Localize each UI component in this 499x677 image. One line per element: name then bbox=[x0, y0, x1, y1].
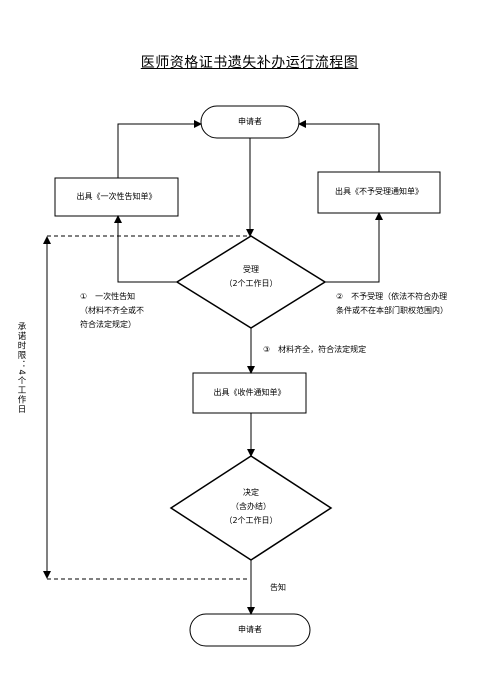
edge-label-onetime-3: 符合法定规定） bbox=[80, 320, 136, 329]
applicant-top-label: 申请者 bbox=[238, 117, 262, 126]
edge-onetime-to-applicant bbox=[117, 120, 202, 178]
edge-accept-to-onetime bbox=[114, 215, 177, 283]
receipt-notice-node bbox=[192, 372, 307, 414]
edge-label-complete: ③ 材料齐全，符合法定规定 bbox=[263, 345, 367, 354]
edge-label-onetime-1: ① 一次性告知 bbox=[80, 292, 136, 301]
decision-days-label: （2个工作日） bbox=[224, 516, 278, 525]
decision-sub-label: （含办结） bbox=[231, 502, 271, 511]
receipt-notice-label: 出具《收件通知单》 bbox=[213, 388, 286, 397]
edge-label-notaccept-2: 条件或不在本部门职权范围内） bbox=[336, 306, 448, 315]
one-time-notice-label: 出具《一次性告知单》 bbox=[76, 192, 157, 201]
not-accept-notice-label: 出具《不予受理通知单》 bbox=[335, 187, 423, 196]
accept-days-label: （2个工作日） bbox=[224, 279, 278, 288]
edge-accept-to-notaccept bbox=[325, 212, 383, 283]
applicant-bottom-label: 申请者 bbox=[238, 625, 262, 634]
time-limit-label: 承诺时限：4个工作日 bbox=[16, 322, 26, 414]
decision-label: 决定 bbox=[243, 488, 259, 497]
not-accept-notice-node bbox=[317, 171, 441, 214]
edge-label-notaccept-1: ② 不予受理（依法不符合办理 bbox=[336, 292, 448, 301]
edge-label-inform: 告知 bbox=[270, 583, 286, 592]
edge-label-onetime-2: （材料不齐全或不 bbox=[80, 306, 144, 315]
page-title: 医师资格证书遗失补办运行流程图 bbox=[140, 55, 359, 71]
accept-label: 受理 bbox=[243, 265, 259, 274]
one-time-notice-node bbox=[54, 177, 179, 217]
edge-notaccept-to-applicant bbox=[298, 120, 380, 172]
